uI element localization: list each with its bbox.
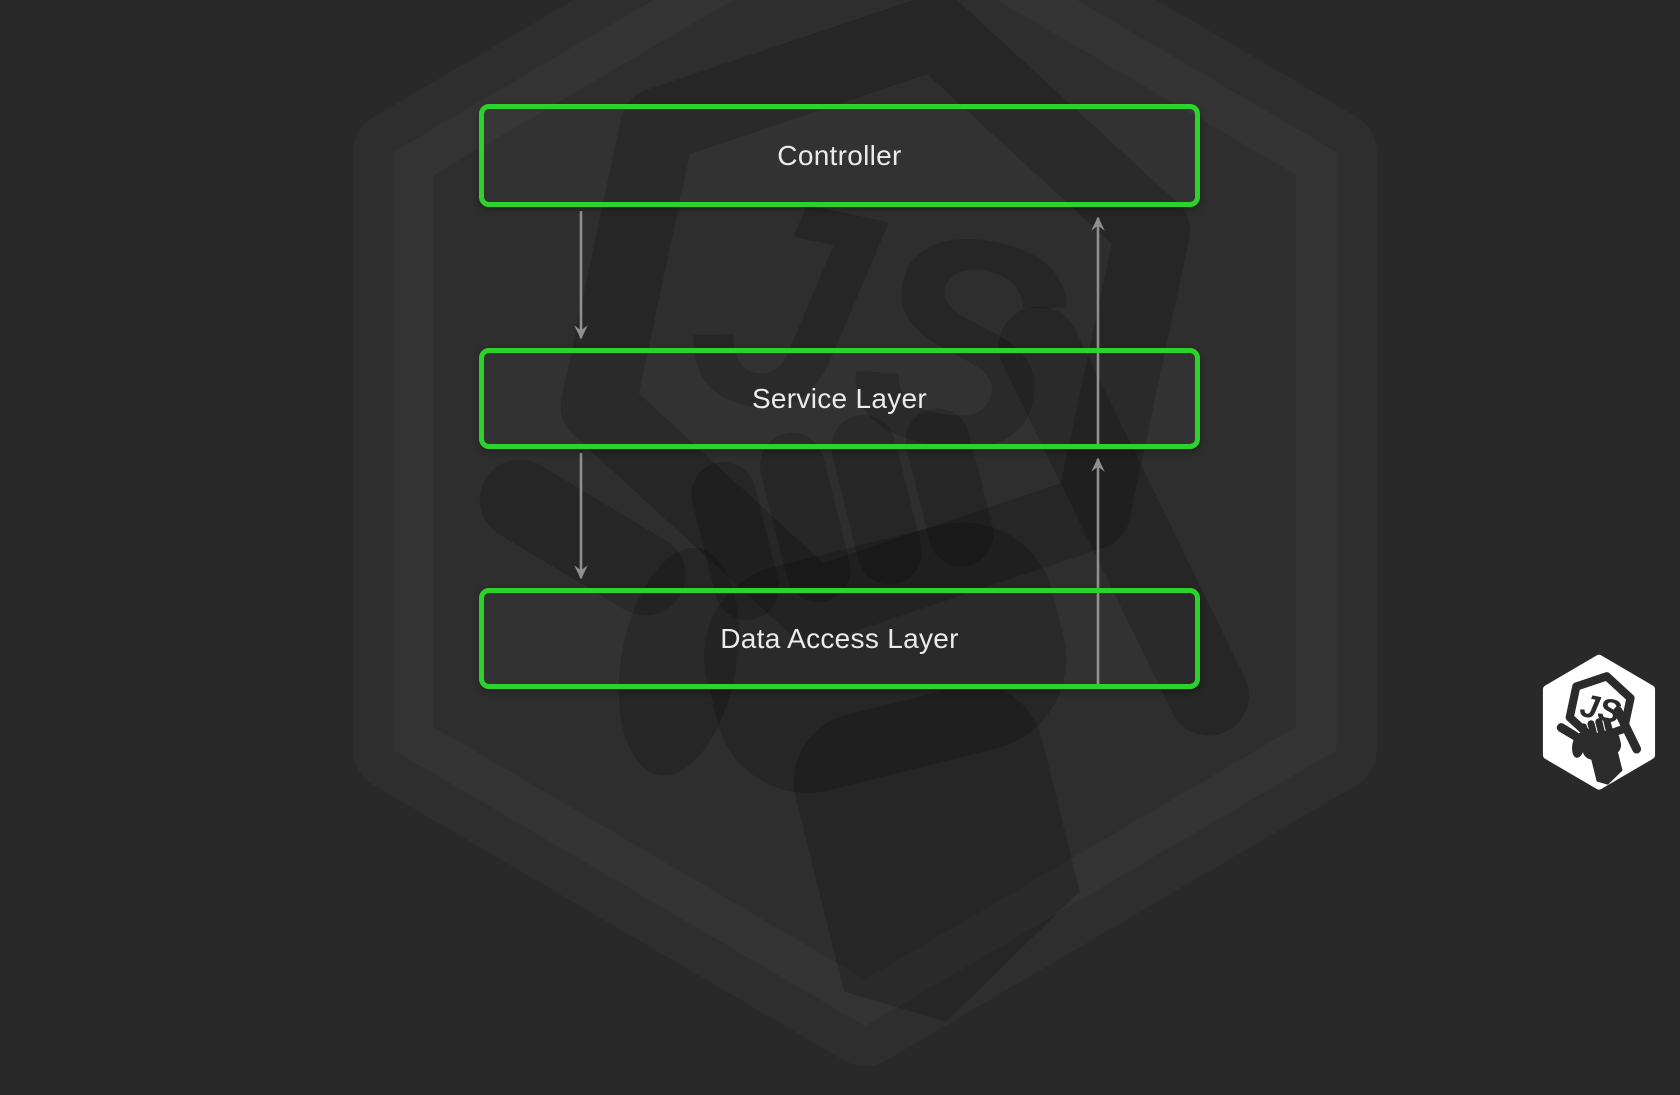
node-controller-label: Controller [777,139,902,171]
node-controller: Controller [479,104,1200,207]
node-service-layer-label: Service Layer [751,382,928,414]
node-data-access-layer-label: Data Access Layer [720,622,959,654]
node-service-layer: Service Layer [479,348,1200,449]
node-data-access-layer: Data Access Layer [479,588,1200,689]
js-fist-logo-badge [1536,654,1662,793]
